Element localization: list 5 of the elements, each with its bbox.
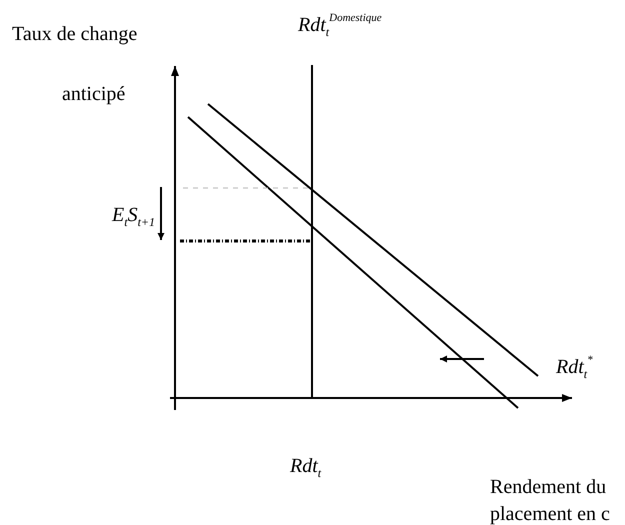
variable-label: E$_{t}$S$_{t+1}$ [112,203,155,231]
axis-label: Rendement du placement en c [490,475,611,525]
axis-label: anticipé [62,82,126,106]
tick-label: Rdt$_{t}$ [290,454,322,482]
axis-label: Taux de change [12,22,138,46]
